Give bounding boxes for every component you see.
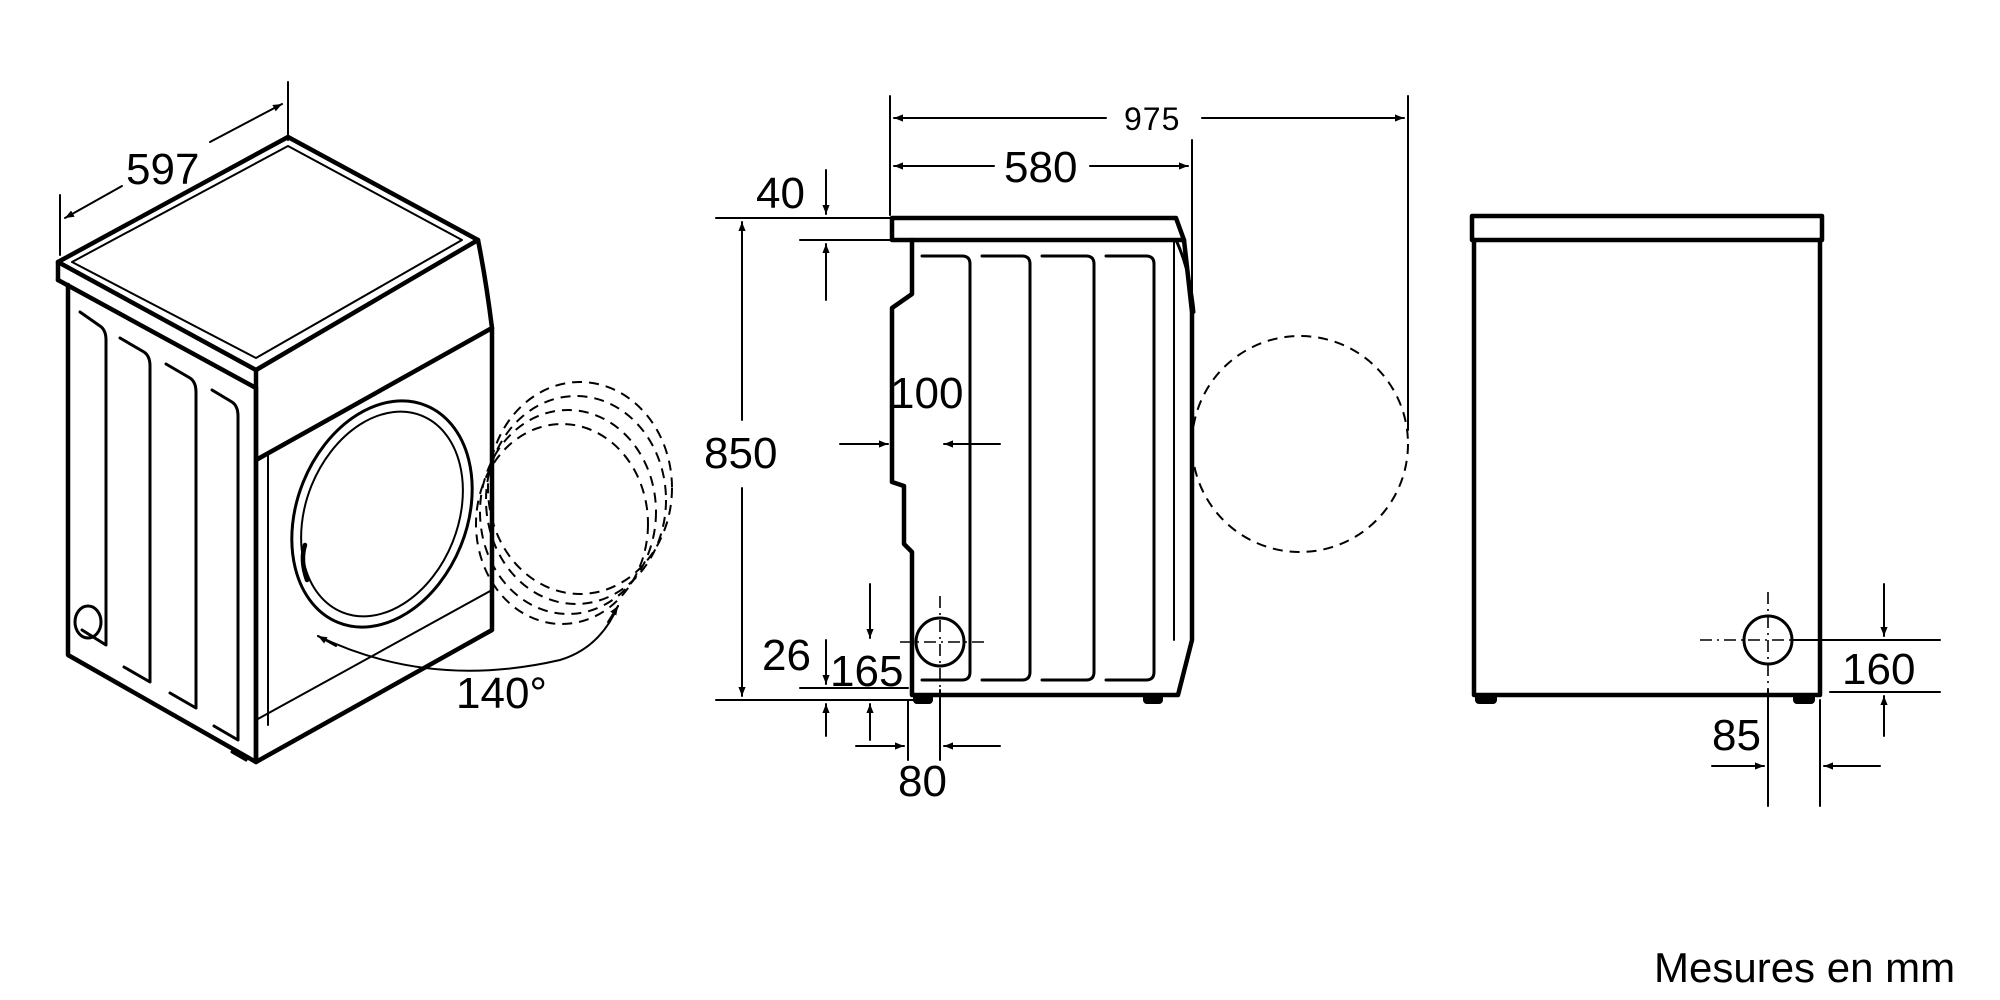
foot-height-label: 26	[762, 631, 811, 680]
height-dimension: 850	[704, 221, 921, 701]
foot-height-dimension: 26	[762, 631, 909, 737]
drain-offset-back-label: 85	[1712, 711, 1761, 760]
isometric-view: 597	[55, 81, 673, 765]
body-depth-label: 580	[1004, 143, 1077, 192]
machine-isometric: 140°	[55, 134, 673, 765]
top-offset-label: 40	[756, 169, 805, 218]
side-view: 975 580 40 850	[704, 95, 1409, 806]
panel-inset-label: 100	[890, 369, 963, 418]
drain-offset-back-dimension: 85	[1711, 689, 1881, 807]
drain-height-side-label: 165	[830, 647, 903, 696]
drain-height-side-dimension: 165	[830, 583, 903, 741]
total-depth-label: 975	[1124, 101, 1180, 137]
total-depth-dimension: 975	[889, 95, 1409, 431]
height-label: 850	[704, 429, 777, 478]
drain-height-back-dimension: 160	[1793, 583, 1941, 737]
drain-offset-side-dimension: 80	[855, 689, 1001, 806]
back-view: 160 85	[1469, 213, 1941, 807]
panel-inset-dimension: 100	[839, 369, 1001, 448]
top-offset-dimension: 40	[715, 169, 891, 301]
machine-back	[1469, 213, 1830, 704]
drain-height-back-label: 160	[1842, 645, 1915, 694]
drain-offset-side-label: 80	[898, 757, 947, 806]
width-label: 597	[126, 145, 199, 194]
machine-side	[889, 215, 1409, 704]
width-dimension: 597	[59, 81, 289, 256]
units-note: Mesures en mm	[1654, 944, 1955, 991]
door-angle-label: 140°	[456, 669, 547, 718]
